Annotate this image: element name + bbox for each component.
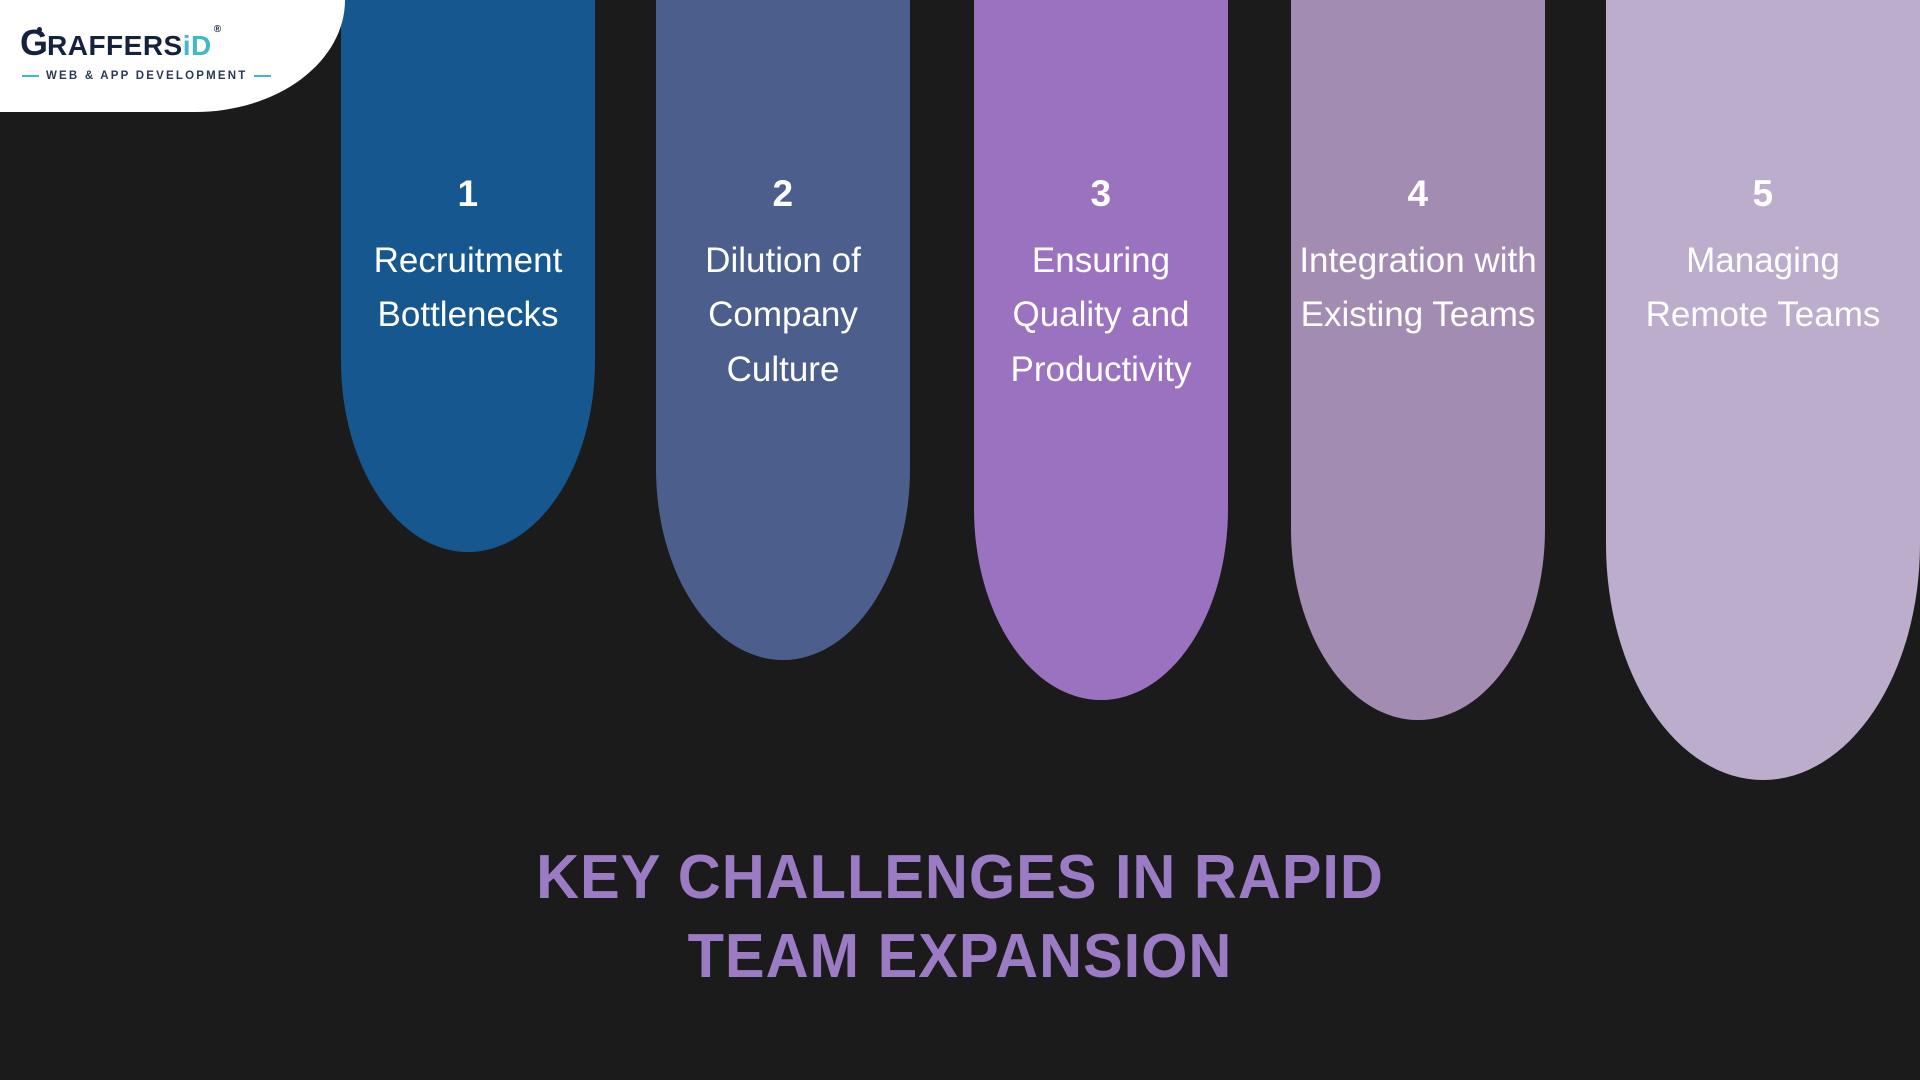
registered-trademark-icon: ® [213, 23, 222, 35]
column-1: 1 Recruitment Bottlenecks [341, 0, 595, 552]
column-5-label: Managing Remote Teams [1645, 241, 1881, 335]
column-3-number: 3 [1090, 173, 1112, 214]
logo-accent-word: iD [182, 29, 212, 61]
page-title: KEY CHALLENGES IN RAPID TEAM EXPANSION [536, 843, 1384, 992]
column-4-label: Integration with Existing Teams [1299, 241, 1537, 335]
columns-group: 1 Recruitment Bottlenecks 2 Dilution of … [341, 0, 1920, 780]
column-4: 4 Integration with Existing Teams [1291, 0, 1545, 720]
column-4-number: 4 [1407, 173, 1429, 214]
logo-g-dot-icon [37, 26, 42, 32]
logo-tagline-text: WEB & APP DEVELOPMENT [46, 69, 248, 82]
column-5-number: 5 [1752, 173, 1774, 214]
column-3-label: Ensuring Quality and Productivity [1010, 241, 1192, 389]
headline-block: KEY CHALLENGES IN RAPID TEAM EXPANSION [0, 838, 1920, 997]
column-2: 2 Dilution of Company Culture [656, 0, 910, 660]
logo-g-letter: G [20, 21, 48, 63]
column-1-number: 1 [457, 173, 479, 214]
logo-main-word: RAFFERS [47, 29, 183, 61]
column-2-label: Dilution of Company Culture [705, 241, 861, 389]
column-2-number: 2 [772, 173, 794, 214]
column-3: 3 Ensuring Quality and Productivity [974, 0, 1228, 700]
tagline-left-rule-icon [22, 74, 39, 77]
tagline-right-rule-icon [254, 74, 272, 77]
column-1-label: Recruitment Bottlenecks [373, 241, 563, 335]
logo-initial-g: G [20, 21, 48, 63]
logo-tagline-row: WEB & APP DEVELOPMENT [22, 70, 345, 82]
column-5: 5 Managing Remote Teams [1606, 0, 1920, 780]
